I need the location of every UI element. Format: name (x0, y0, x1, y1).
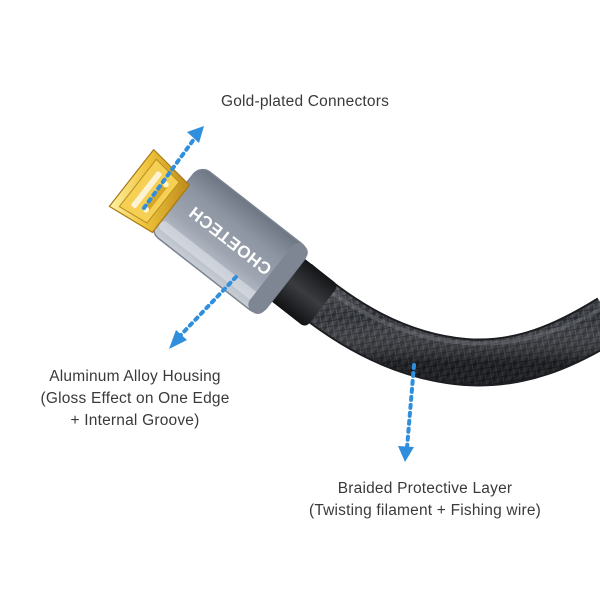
aluminum-housing: CHOETECH (153, 168, 308, 314)
callout-braid-line1: Braided Protective Layer (337, 480, 513, 497)
gold-connector (108, 148, 191, 234)
arrow-housing (169, 275, 238, 349)
arrow-braid (398, 363, 416, 462)
callout-braid-line2: (Twisting filament + Fishing wire) (308, 502, 542, 519)
braided-cable (280, 263, 600, 387)
callout-housing-line2: (Gloss Effect on One Edge (40, 390, 230, 407)
arrow-head-icon (398, 446, 414, 462)
arrow-connectors (142, 126, 204, 210)
callout-housing: Aluminum Alloy Housing (Gloss Effect on … (20, 366, 250, 432)
callout-braid: Braided Protective Layer (Twisting filam… (270, 478, 580, 522)
callout-connectors: Gold-plated Connectors (0, 91, 600, 113)
arrow-head-icon (169, 330, 187, 349)
callout-housing-line1: Aluminum Alloy Housing (49, 368, 221, 385)
callout-connectors-line1: Gold-plated Connectors (220, 93, 390, 110)
arrow-head-icon (187, 126, 204, 143)
callout-housing-line3: + Internal Groove) (70, 412, 200, 429)
